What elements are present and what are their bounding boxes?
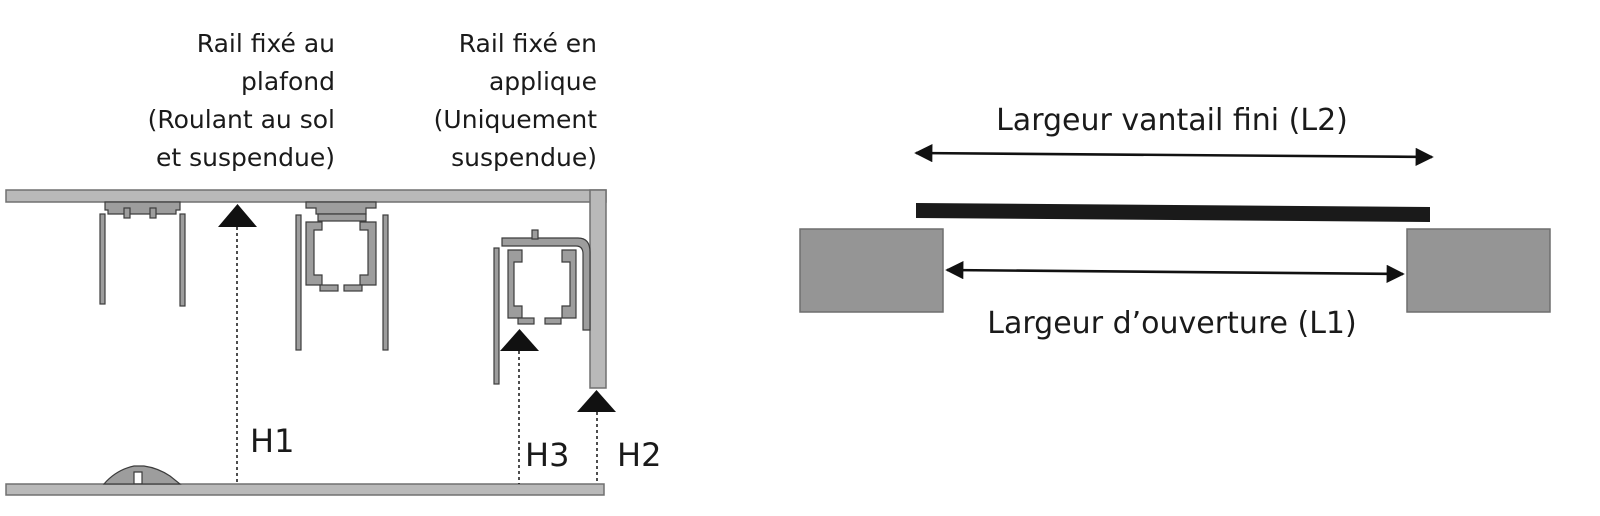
floor (5, 483, 605, 496)
wall-rail-label: Rail fixé en applique (Uniquement suspen… (434, 29, 598, 172)
h3-dimension: H3 (500, 329, 569, 484)
ceiling-beam (5, 189, 607, 203)
right-wall-block (1406, 228, 1551, 313)
wall-rail-label-line-1: Rail fixé en (459, 29, 597, 58)
panel-width-arrow (914, 144, 1434, 166)
ceiling-rail-label-line-4: et suspendue) (156, 143, 335, 172)
door-panel (916, 203, 1430, 222)
wall-rail-label-line-4: suspendue) (451, 143, 597, 172)
side-wall (589, 189, 607, 389)
ceiling-rail-label-line-2: plafond (241, 67, 335, 96)
panel-width-label: Largeur vantail fini (L2) (996, 103, 1348, 138)
rail-height-diagram: Rail fixé au plafond (Roulant au sol et … (5, 29, 661, 496)
h2-dimension: H2 (577, 390, 661, 484)
wall-rail-label-line-2: applique (489, 67, 597, 96)
wall-rail-label-line-3: (Uniquement (434, 105, 598, 134)
left-wall-block (799, 228, 944, 313)
opening-width-arrow (945, 261, 1405, 283)
ceiling-rail-label: Rail fixé au plafond (Roulant au sol et … (148, 29, 335, 172)
h1-dimension: H1 (218, 204, 294, 484)
opening-width-label: Largeur d’ouverture (L1) (987, 306, 1356, 341)
h3-label: H3 (525, 436, 569, 474)
ceiling-rail-profile-b (295, 201, 389, 351)
h1-label: H1 (250, 422, 294, 460)
width-diagram: Largeur vantail fini (L2) Largeur d’ouve… (799, 103, 1551, 341)
h2-label: H2 (617, 436, 661, 474)
ceiling-rail-label-line-3: (Roulant au sol (148, 105, 335, 134)
ceiling-rail-label-line-1: Rail fixé au (197, 29, 335, 58)
wall-rail-profile (493, 229, 591, 385)
ceiling-rail-profile-a (99, 201, 186, 307)
floor-guide (102, 465, 182, 485)
